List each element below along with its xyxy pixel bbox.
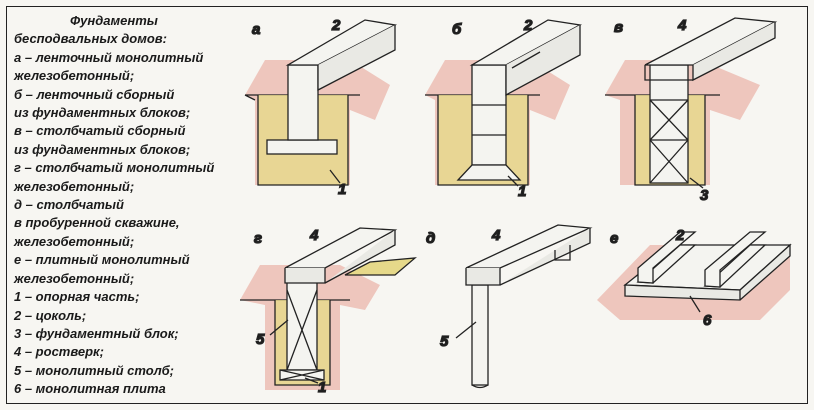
legend-line: железобетонный; [14, 68, 135, 84]
panel-b-letter: б [452, 21, 462, 38]
legend-line: 6 – монолитная плита [14, 381, 166, 397]
callout-1: 1 [318, 379, 326, 396]
panel-v-column-blocks: в 4 3 [605, 16, 778, 205]
legend-title: Фундаменты [70, 13, 158, 28]
legend-line: железобетонный; [14, 233, 135, 249]
panel-e-letter: е [610, 230, 618, 247]
legend-line: в – столбчатый сборный [14, 123, 186, 139]
frame-border [6, 6, 808, 404]
callout-3: 3 [700, 187, 709, 204]
callout-2: 2 [675, 227, 685, 244]
legend-line: из фундаментных блоков; [14, 105, 191, 121]
panel-b-strip-blocks: б 2 1 [425, 16, 583, 201]
panel-e-slab: е 2 6 [597, 226, 792, 330]
panel-a-letter: а [252, 21, 260, 38]
callout-4: 4 [309, 227, 319, 244]
legend-line: 3 – фундаментный блок; [14, 325, 179, 341]
legend-line: из фундаментных блоков; [14, 141, 191, 157]
legend-line: бесподвальных домов: [14, 31, 167, 47]
callout-5: 5 [256, 331, 265, 348]
legend-line: 5 – монолитный столб; [14, 362, 174, 378]
legend-line: 2 – цоколь; [14, 307, 87, 323]
callout-2: 2 [331, 17, 341, 34]
legend-line: е – плитный монолитный [14, 252, 190, 268]
legend-line: 1 – опорная часть; [14, 289, 140, 305]
legend-line: в пробуренной скважине, [14, 215, 180, 231]
callout-1: 1 [518, 183, 526, 200]
panel-a-strip-monolithic: а 2 1 [244, 16, 398, 199]
legend-line: железобетонный; [14, 270, 135, 286]
panel-v-letter: в [614, 19, 623, 36]
panel-d-letter: д [426, 230, 435, 247]
legend-line: 4 – ростверк; [14, 344, 104, 360]
callout-1: 1 [338, 181, 346, 198]
legend-line: а – ленточный монолитный [14, 49, 204, 65]
callout-4: 4 [491, 227, 501, 244]
callout-4: 4 [677, 17, 687, 34]
legend-line: г – столбчатый монолитный [14, 160, 215, 176]
panel-g-letter: г [254, 230, 262, 247]
callout-6: 6 [703, 312, 712, 329]
panel-d-bored-pile: д 4 5 [425, 224, 593, 389]
legend-line: железобетонный; [14, 178, 135, 194]
legend: Фундаменты бесподвальных домов: а – лент… [14, 12, 239, 399]
panel-g-column-monolithic: г 4 5 1 [240, 226, 417, 397]
legend-line: д – столбчатый [14, 197, 124, 213]
callout-2: 2 [523, 17, 533, 34]
callout-5: 5 [440, 333, 449, 350]
legend-line: б – ленточный сборный [14, 86, 175, 102]
